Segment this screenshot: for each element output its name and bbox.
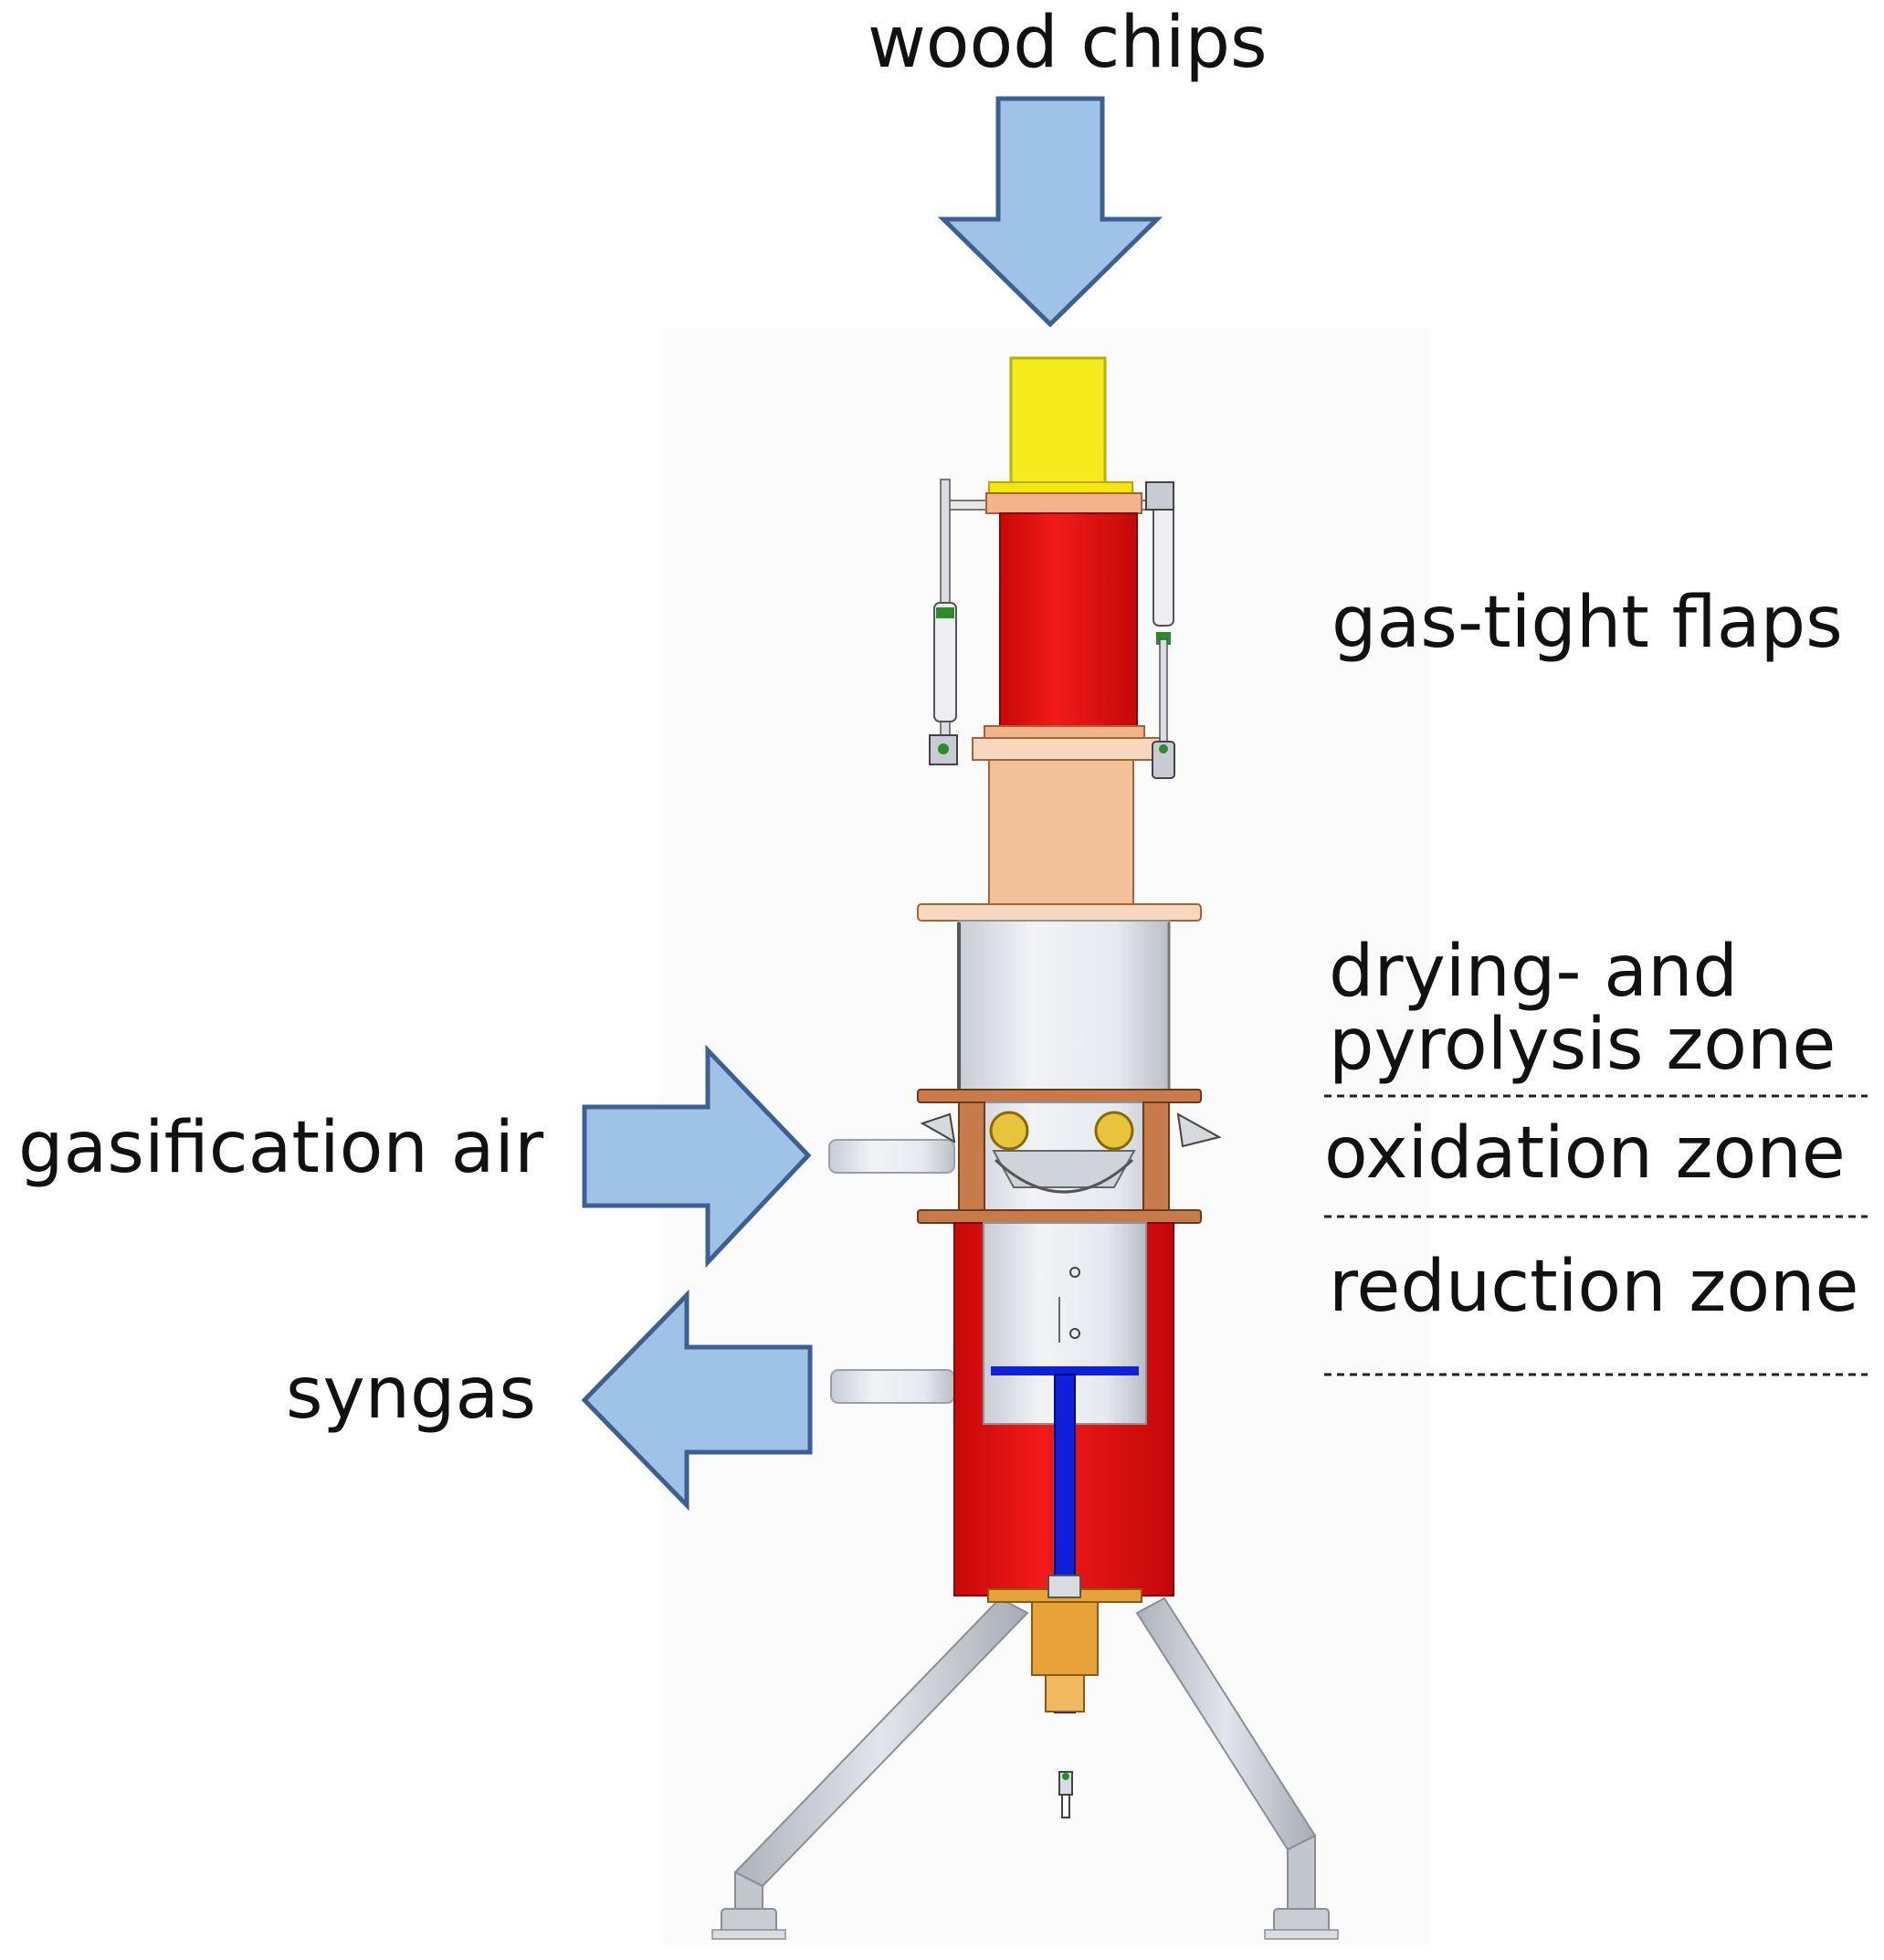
label-wood-chips: wood chips [868, 2, 1268, 84]
label-oxidation-zone: oxidation zone [1324, 1112, 1846, 1195]
feed-hopper [1009, 356, 1107, 488]
gas-tight-flaps-assembly [929, 479, 1175, 779]
air-inlet-pipe [828, 1139, 955, 1174]
wood-chips-arrow [937, 96, 1163, 328]
grate-plate [991, 1366, 1139, 1375]
label-syngas: syngas [285, 1353, 536, 1435]
drying-pyrolysis-section [958, 920, 1170, 1093]
label-drying-line2: pyrolysis zone [1329, 1004, 1837, 1086]
adapter-section [988, 759, 1134, 905]
air-nozzle-right [1094, 1111, 1134, 1151]
gasification-air-arrow [582, 1044, 812, 1269]
label-gasification-air: gasification air [18, 1107, 544, 1189]
label-drying-line1: drying- and [1329, 931, 1739, 1013]
label-gas-tight-flaps: gas-tight flaps [1331, 582, 1843, 664]
syngas-arrow [581, 1289, 813, 1512]
brass-fitting [1031, 1601, 1099, 1676]
oxidation-section [920, 1101, 1222, 1213]
flap-body [999, 512, 1138, 733]
label-reduction-zone: reduction zone [1329, 1246, 1859, 1328]
air-nozzle-left [989, 1111, 1029, 1151]
support-legs [711, 1596, 1339, 1940]
syngas-outlet-pipe [830, 1369, 955, 1404]
